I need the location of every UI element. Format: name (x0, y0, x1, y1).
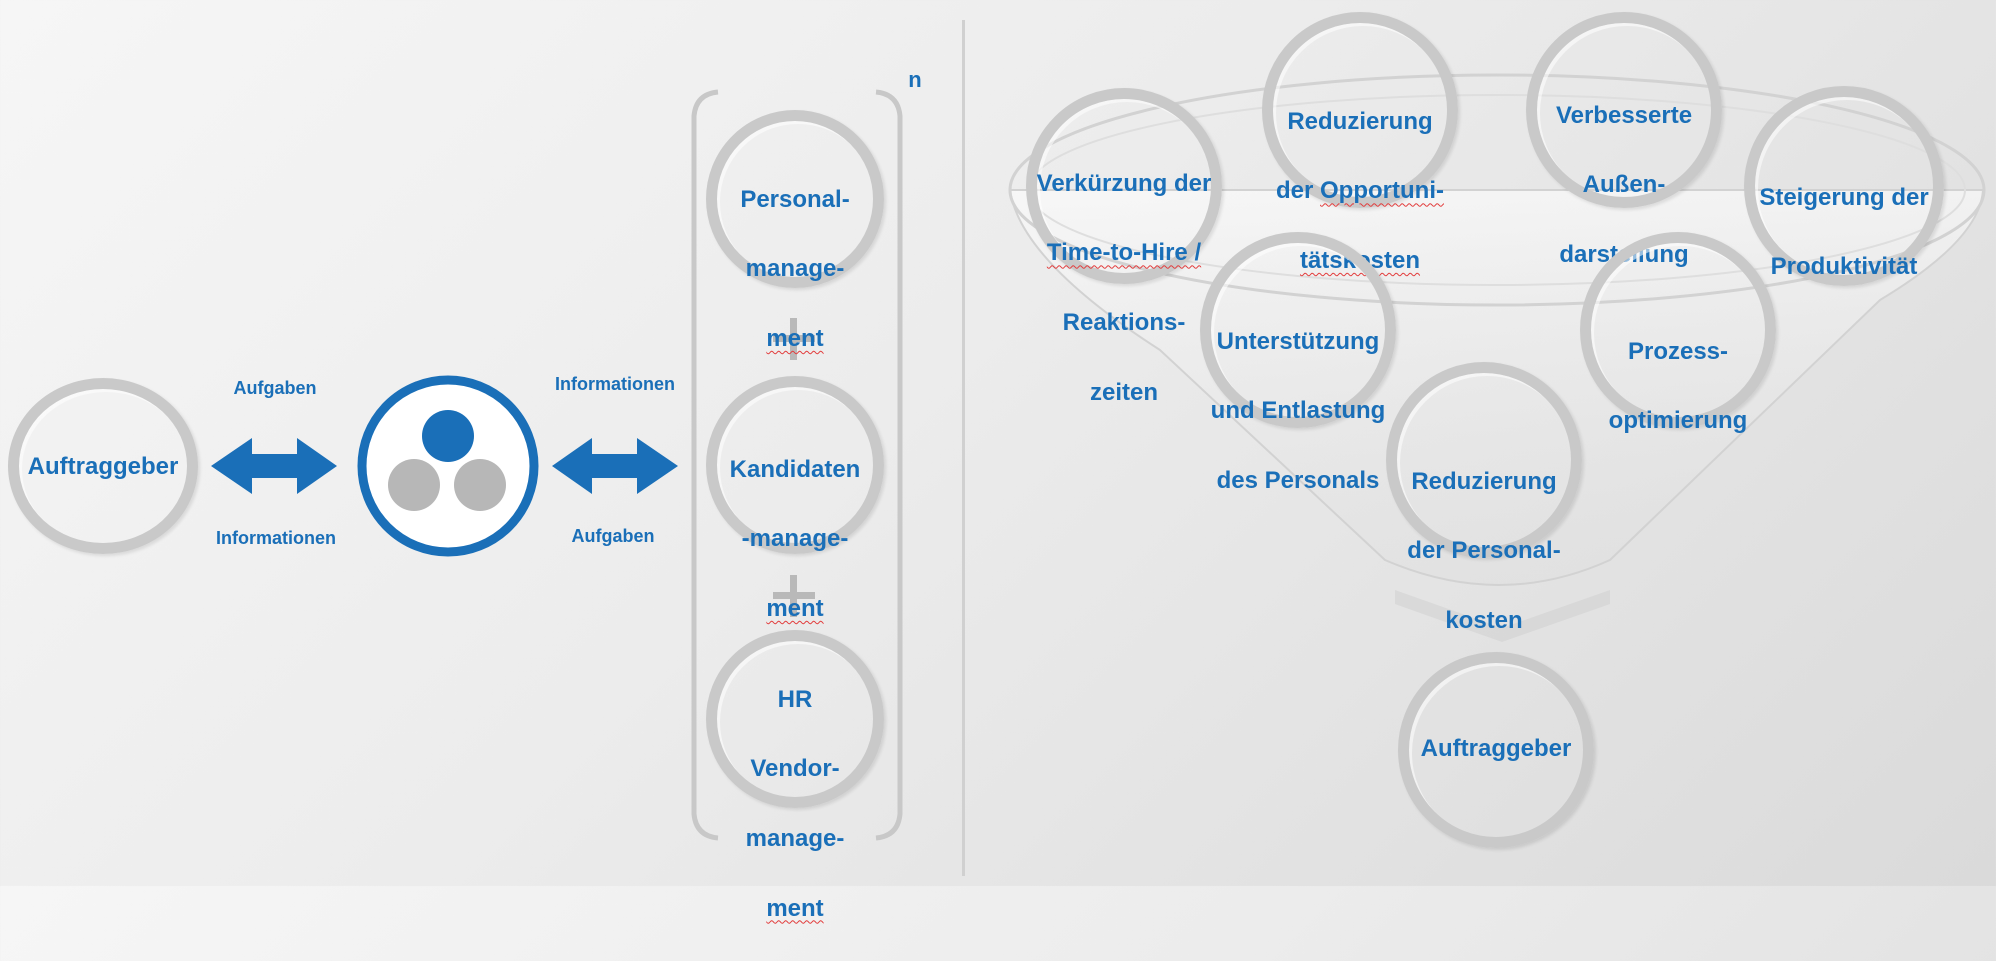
multiplier-n: n (908, 67, 922, 92)
module-circle-vendor (706, 630, 884, 808)
personnel-costs-line-1: Reduzierung (1411, 467, 1557, 495)
benefit-circle-time-to-hire (1026, 88, 1222, 284)
opportunity-line-2b: Opportuni- (1320, 177, 1444, 205)
kandidaten-line-2: -manage- (741, 525, 849, 553)
client-circle-right (1398, 652, 1594, 848)
kandidaten-line-1: Kandidaten (729, 455, 861, 483)
funnel-spout (1395, 590, 1610, 642)
support-line-1: Unterstützung (1216, 327, 1380, 355)
productivity-line-2: Produktivität (1770, 253, 1918, 281)
personal-line-1: Personal- (740, 185, 850, 213)
double-arrow-1 (211, 438, 337, 494)
benefit-circle-outside (1526, 12, 1722, 208)
module-label-personal: Personal- manage- ment (706, 148, 884, 392)
plus-sign-2 (773, 575, 815, 617)
personnel-costs-line-2: der Personal- (1407, 537, 1561, 565)
arrow2-label-top: Informationen (555, 374, 675, 394)
client-label-left: Auftraggeber (27, 453, 179, 480)
benefit-label-personnel-costs: Reduzierung der Personal- kosten (1380, 430, 1588, 674)
module-bracket-right (875, 89, 903, 841)
benefit-label-support: Unterstützung und Entlastung des Persona… (1194, 290, 1402, 534)
time-to-hire-line-3: Reaktions- (1062, 308, 1186, 336)
module-circle-personal (706, 110, 884, 288)
benefit-circle-process (1580, 232, 1776, 428)
time-to-hire-line-1: Verkürzung der (1036, 169, 1212, 197)
vendor-line-4: ment (766, 894, 824, 922)
benefit-circle-opportunity (1262, 12, 1458, 208)
time-to-hire-line-2: Time-to-Hire / (1046, 239, 1202, 267)
plus-sign-1 (773, 318, 815, 360)
vendor-line-3: manage- (745, 824, 845, 852)
benefit-label-productivity: Steigerung der Produktivität (1738, 146, 1950, 320)
module-bracket-left (691, 89, 719, 841)
opportunity-line-2: der Opportuni- (1256, 174, 1464, 209)
module-label-vendor: HR Vendor- manage- ment (706, 648, 884, 961)
arrow1-label-top: Aufgaben (233, 378, 317, 398)
benefit-circle-productivity (1744, 86, 1944, 286)
productivity-line-1: Steigerung der (1759, 183, 1929, 211)
personal-line-3: ment (766, 324, 824, 352)
process-line-1: Prozess- (1627, 337, 1729, 365)
time-to-hire-line-4: zeiten (1089, 378, 1158, 406)
funnel-rim-outer (1008, 73, 1986, 307)
benefit-circle-support (1200, 232, 1396, 428)
arrow1-label-bottom: Informationen (216, 528, 336, 548)
vendor-line-2: Vendor- (750, 755, 840, 783)
company-logo (357, 375, 539, 557)
client-circle-left (8, 378, 198, 554)
kandidaten-line-3: ment (766, 594, 824, 622)
client-label-right: Auftraggeber (1420, 735, 1572, 762)
module-circle-kandidaten (706, 376, 884, 554)
outside-line-2: Außen- (1582, 171, 1666, 199)
benefit-label-time-to-hire: Verkürzung der Time-to-Hire / Reaktions-… (1020, 132, 1228, 445)
module-label-kandidaten: Kandidaten -manage- ment (706, 418, 884, 662)
support-line-2: und Entlastung (1210, 397, 1386, 425)
personnel-costs-line-3: kosten (1445, 606, 1523, 634)
double-arrow-2 (552, 438, 678, 494)
benefit-circle-personnel-costs (1386, 362, 1582, 558)
personal-line-2: manage- (745, 255, 845, 283)
opportunity-line-2a: der (1276, 177, 1321, 205)
opportunity-line-1: Reduzierung (1287, 107, 1433, 135)
section-divider (962, 20, 965, 876)
vendor-line-1: HR (777, 685, 813, 713)
support-line-3: des Personals (1216, 466, 1380, 494)
arrow2-label-bottom: Aufgaben (571, 526, 655, 546)
benefit-label-process: Prozess- optimierung (1574, 300, 1782, 474)
outside-line-1: Verbesserte (1555, 101, 1693, 129)
process-line-2: optimierung (1608, 407, 1748, 435)
